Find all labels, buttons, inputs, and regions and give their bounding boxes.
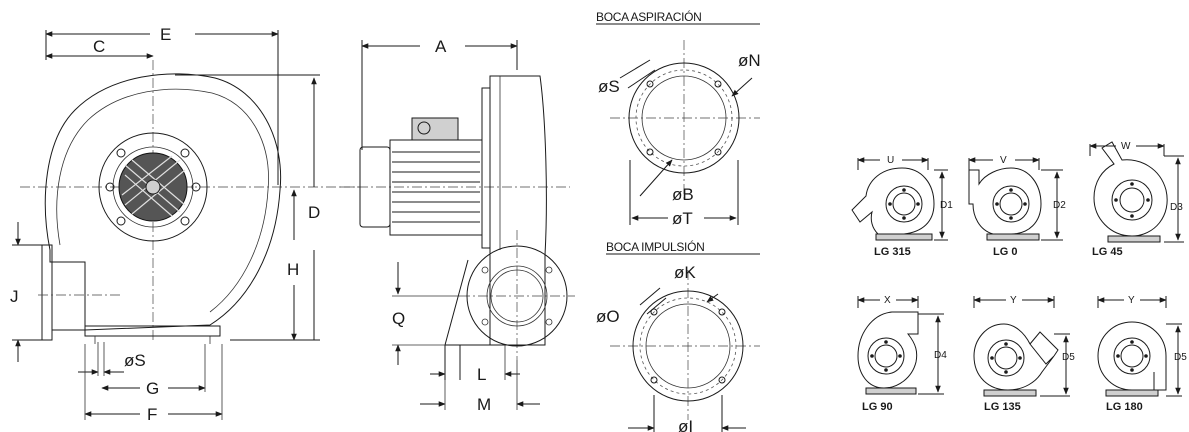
scroll-housing [44,73,282,331]
dim-Y-180: Y [1128,295,1135,306]
dim-D1: D1 [940,200,953,211]
caption-lg-0: LG 0 [993,246,1017,258]
dim-H: H [287,260,299,279]
dim-D5-180: D5 [1174,352,1187,363]
orientation-lg-45: W D3 LG 45 [1089,141,1184,258]
dim-T: øT [672,209,693,228]
dim-I: øI [678,417,693,432]
dim-M: M [477,395,491,414]
motor-plate [98,132,208,242]
orientation-lg-180: Y D5 LG 180 [1097,295,1187,413]
motor-body [389,139,483,236]
dim-K: øK [674,263,696,282]
dim-U: U [887,155,894,166]
caption-lg-135: LG 135 [984,401,1021,413]
orientation-lg-315: U D1 LG 315 [851,155,953,258]
dim-W: W [1121,141,1131,152]
dim-C: C [93,37,105,56]
orientation-lg-90: X D4 LG 90 [857,295,947,413]
caption-lg-45: LG 45 [1092,246,1123,258]
dim-D2: D2 [1053,200,1066,211]
orientation-lg-0: V D2 LG 0 [968,155,1066,258]
caption-lg-315: LG 315 [874,246,911,258]
dim-S-front: øS [124,351,146,370]
terminal-box [411,117,459,141]
dim-O: øO [596,307,620,326]
boca-impulsion-title: BOCA IMPULSIÓN [606,239,705,254]
boca-aspiracion-title: BOCA ASPIRACIÓN [596,9,702,24]
dim-D: D [308,203,320,222]
caption-lg-90: LG 90 [862,401,893,413]
dim-A: A [435,37,447,56]
dim-Q: Q [392,309,405,328]
dim-X: X [884,295,891,306]
dim-J: J [10,287,19,306]
dim-L: L [477,365,486,384]
dim-V: V [1000,155,1007,166]
dim-B: øB [672,185,694,204]
outlet-flange-circle [466,245,568,347]
dim-D3: D3 [1170,202,1183,213]
dim-G: G [146,379,159,398]
discharge-outer-circle [632,290,744,402]
dim-N: øN [738,51,761,70]
dim-S-suction: øS [598,77,620,96]
boca-aspiracion-view: BOCA ASPIRACIÓN øS øN øB øT [596,9,761,228]
dim-D5-135: D5 [1062,352,1075,363]
dim-Y-135: Y [1010,295,1017,306]
suction-outer-circle [628,62,740,174]
side-view: A Q L [340,37,575,414]
caption-lg-180: LG 180 [1106,401,1143,413]
dim-F: F [147,405,157,424]
dim-D4: D4 [934,350,947,361]
boca-impulsion-view: BOCA IMPULSIÓN øK øO øI [596,239,760,432]
side-housing [489,75,547,346]
front-view: E C D H J øS G F [10,25,360,424]
base-plate [84,325,221,337]
orientation-lg-135: Y D5 LG 135 [973,295,1075,413]
dim-E: E [160,25,171,44]
